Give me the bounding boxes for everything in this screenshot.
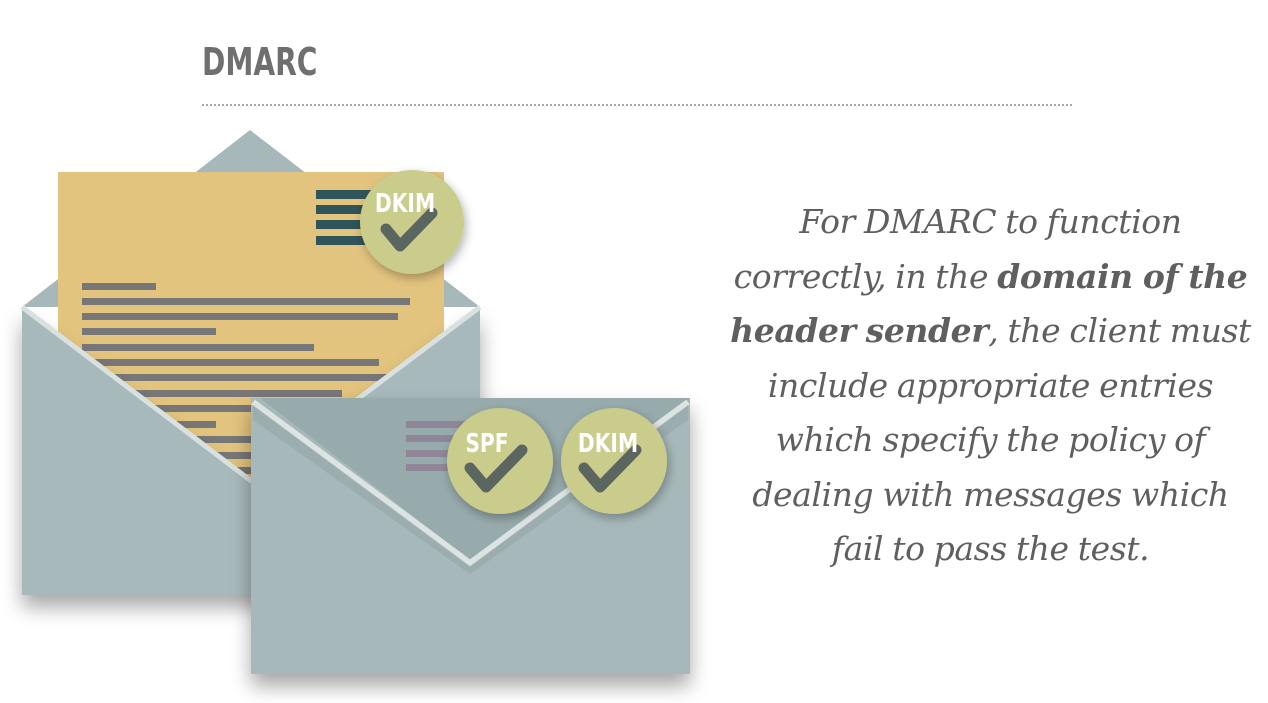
badge-circle <box>561 408 667 514</box>
envelope-address-lines <box>406 421 466 471</box>
dkim-badge-bottom: DKIM <box>561 408 667 514</box>
checkmark-icon <box>380 207 438 252</box>
description-text-end: , the client must include appropriate en… <box>752 311 1251 568</box>
slide-title: DMARC <box>202 40 318 84</box>
checkmark-icon <box>578 444 642 493</box>
dmarc-description: For DMARC to function correctly, in the … <box>728 195 1253 577</box>
spf-badge: SPF <box>447 408 553 514</box>
badge-label: SPF <box>465 429 508 459</box>
badge-label: DKIM <box>578 429 638 459</box>
description-emphasis: domain of the header sender <box>730 256 1248 351</box>
badge-circle <box>360 170 464 274</box>
description-text-start: For DMARC to function correctly, in the <box>733 202 1182 296</box>
closed-envelope: SPF DKIM <box>251 398 690 674</box>
title-divider <box>202 104 1072 106</box>
badge-label: DKIM <box>375 189 435 219</box>
badge-circle <box>447 408 553 514</box>
dkim-badge-top: DKIM <box>360 170 464 274</box>
email-authentication-illustration: DKIM SPF DKIM <box>20 130 690 674</box>
checkmark-icon <box>464 444 528 493</box>
envelope-pocket-edge <box>20 305 482 484</box>
